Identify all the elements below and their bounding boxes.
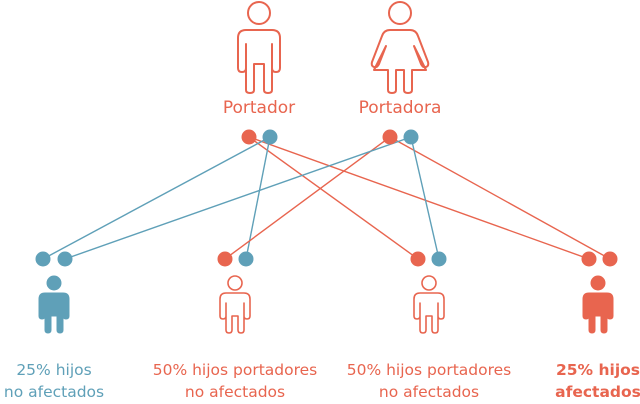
child-3-figure-icon: [582, 275, 614, 334]
child-0-allele-dot-1: [57, 251, 73, 267]
child-3-allele-dot-1: [602, 251, 618, 267]
father-figure-icon: [237, 1, 281, 94]
child-1-allele-dot-1: [238, 251, 254, 267]
mother-figure-icon: [370, 1, 430, 94]
allele-dots: [35, 129, 618, 267]
child-2-allele-dot-1: [431, 251, 447, 267]
parent-0-allele-dot-0: [241, 129, 257, 145]
child-label-carrier-2: 50% hijos portadores no afectados: [346, 361, 512, 401]
inheritance-links: [42, 136, 611, 260]
inheritance-link-2: [42, 136, 271, 260]
parent-label-father: Portador: [222, 98, 296, 118]
child-label-affected: 25% hijos afectados: [555, 361, 640, 401]
parent-0-allele-dot-1: [262, 129, 278, 145]
parent-1-allele-dot-1: [403, 129, 419, 145]
inheritance-link-5: [389, 136, 611, 260]
child-3-allele-dot-0: [581, 251, 597, 267]
child-label-carrier-1: 50% hijos portadores no afectados: [152, 361, 318, 401]
child-1-figure-icon: [219, 275, 251, 334]
inheritance-link-1: [248, 136, 590, 260]
parent-1-allele-dot-0: [382, 129, 398, 145]
inheritance-link-4: [224, 136, 391, 260]
parent-label-mother: Portadora: [358, 98, 442, 118]
inheritance-link-6: [64, 136, 412, 260]
child-1-allele-dot-0: [217, 251, 233, 267]
children-figures: [38, 275, 614, 334]
inheritance-link-3: [245, 136, 271, 260]
child-0-figure-icon: [38, 275, 70, 334]
child-2-figure-icon: [413, 275, 445, 334]
inheritance-link-7: [410, 136, 440, 260]
child-label-unaffected: 25% hijos no afectados: [3, 361, 105, 401]
child-2-allele-dot-0: [410, 251, 426, 267]
child-0-allele-dot-0: [35, 251, 51, 267]
inheritance-link-0: [248, 136, 419, 260]
